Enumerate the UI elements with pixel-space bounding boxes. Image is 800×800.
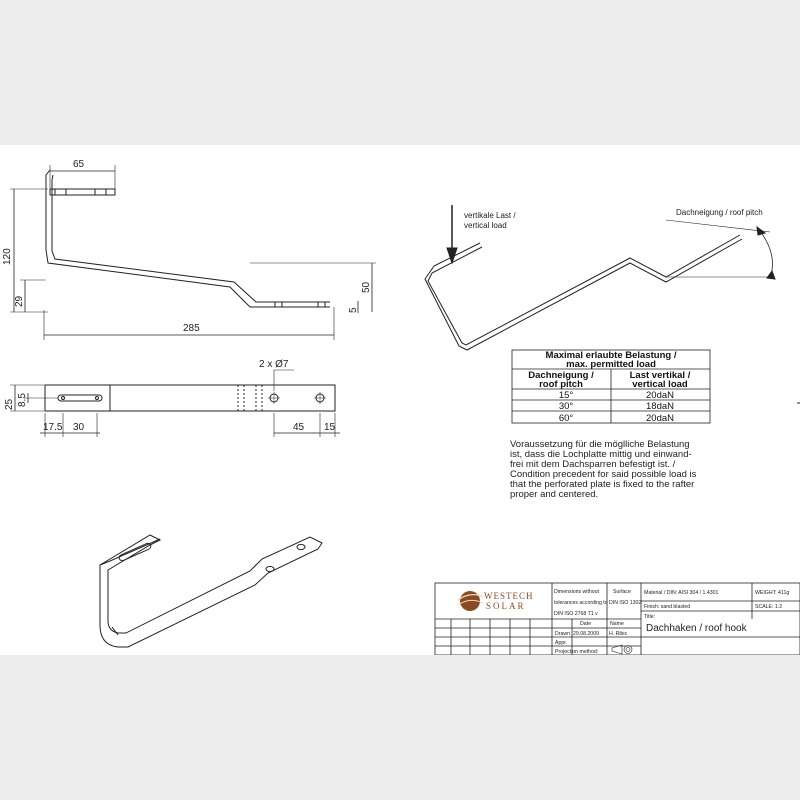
dims-without-2: tolerances according to	[554, 600, 608, 606]
dim-17-5: 17.5	[43, 422, 63, 433]
dim-45: 45	[293, 422, 305, 433]
dim-15: 15	[324, 422, 336, 433]
table-row-2-pitch: 30°	[559, 401, 574, 412]
dims-without-1: Dimensions without	[554, 589, 600, 595]
plan-view	[10, 369, 340, 437]
dim-height: 120	[2, 248, 13, 265]
isometric-view	[99, 534, 323, 648]
table-row-1-load: 20daN	[646, 390, 674, 401]
note-line-5: that the perforated plate is fixed to th…	[510, 479, 694, 490]
load-table-col2-1: Last vertikal /	[630, 370, 691, 381]
dim-30: 30	[73, 422, 85, 433]
drawn-date: 29.08.2009	[573, 631, 599, 637]
dim-50: 50	[361, 281, 372, 293]
drawn-name: H. Ribic	[609, 631, 628, 637]
note-line-4: Condition precedent for said possible lo…	[510, 469, 697, 480]
westech-solar-logo: WESTECH SOLAR	[457, 591, 534, 611]
dim-holes: 2 x Ø7	[259, 359, 289, 370]
projection-label: Projection method:	[555, 649, 598, 655]
load-hook-outer	[427, 234, 741, 346]
load-table-col1-2: roof pitch	[539, 379, 583, 390]
table-row-3-pitch: 60°	[559, 413, 574, 424]
note-line-2: ist, dass die Lochplatte mittig und einw…	[510, 449, 692, 460]
weight: WEIGHT: 411g	[755, 590, 789, 596]
vertical-load-label-1: vertikale Last /	[464, 211, 516, 220]
vertical-load-label-2: vertical load	[464, 221, 507, 230]
surface-value: DIN ISO 1302	[609, 600, 641, 606]
logo-line-2: SOLAR	[486, 601, 526, 611]
load-hook-inner	[424, 238, 743, 351]
technical-drawing: 65 120 29 50 5 285	[2, 159, 800, 656]
load-table	[511, 349, 711, 424]
note-line-6: proper and centered.	[510, 489, 598, 500]
roof-pitch-label: Dachneigung / roof pitch	[676, 208, 763, 217]
dim-8-5: 8.5	[17, 393, 28, 407]
finish: Finish: sand blasted	[644, 604, 690, 610]
hook-profile-outer	[45, 169, 330, 308]
condition-note: Voraussetzung für die möglliche Belastun…	[510, 439, 697, 500]
name-header: Name	[610, 621, 624, 627]
appr-label: Appr.	[555, 640, 567, 646]
note-line-3: frei mit dem Dachsparren befestigt ist. …	[510, 459, 676, 470]
plan-outline	[44, 384, 336, 412]
drawn-label: Drawn	[555, 631, 570, 637]
surface-label: Surface	[613, 589, 631, 595]
title-label: Title:	[644, 614, 655, 620]
table-row-1-pitch: 15°	[559, 390, 574, 401]
dim-25: 25	[4, 398, 15, 410]
dim-top-width: 65	[73, 159, 85, 170]
table-row-3-load: 20daN	[646, 413, 674, 424]
load-table-col2-2: vertical load	[632, 379, 688, 390]
load-table-title-2: max. permitted load	[566, 359, 656, 370]
drawing-sheet: 65 120 29 50 5 285	[0, 145, 800, 656]
load-table-col1-1: Dachneigung /	[528, 370, 594, 381]
load-diagram	[424, 205, 776, 351]
date-header: Date	[580, 621, 591, 627]
drawing-title: Dachhaken / roof hook	[646, 623, 748, 634]
dim-29: 29	[14, 295, 25, 307]
side-view	[10, 165, 376, 340]
material: Material / DIN: AISI 304 / 1.4301	[644, 590, 719, 596]
dim-length: 285	[183, 323, 200, 334]
title-block	[434, 582, 800, 656]
load-table-title-1: Maximal erlaubte Belastung /	[546, 350, 677, 361]
table-row-2-load: 18daN	[646, 401, 674, 412]
iso-hook-outer	[99, 534, 323, 648]
dim-5: 5	[348, 307, 359, 313]
projection-symbol-icon	[611, 644, 633, 655]
scale: SCALE: 1:2	[755, 604, 782, 610]
hook-profile-inner	[51, 174, 330, 303]
dims-without-3: DIN ISO 2768 T1 v	[554, 611, 598, 617]
top-flange	[49, 188, 116, 196]
logo-line-1: WESTECH	[484, 591, 534, 601]
note-line-1: Voraussetzung für die möglliche Belastun…	[510, 439, 690, 450]
